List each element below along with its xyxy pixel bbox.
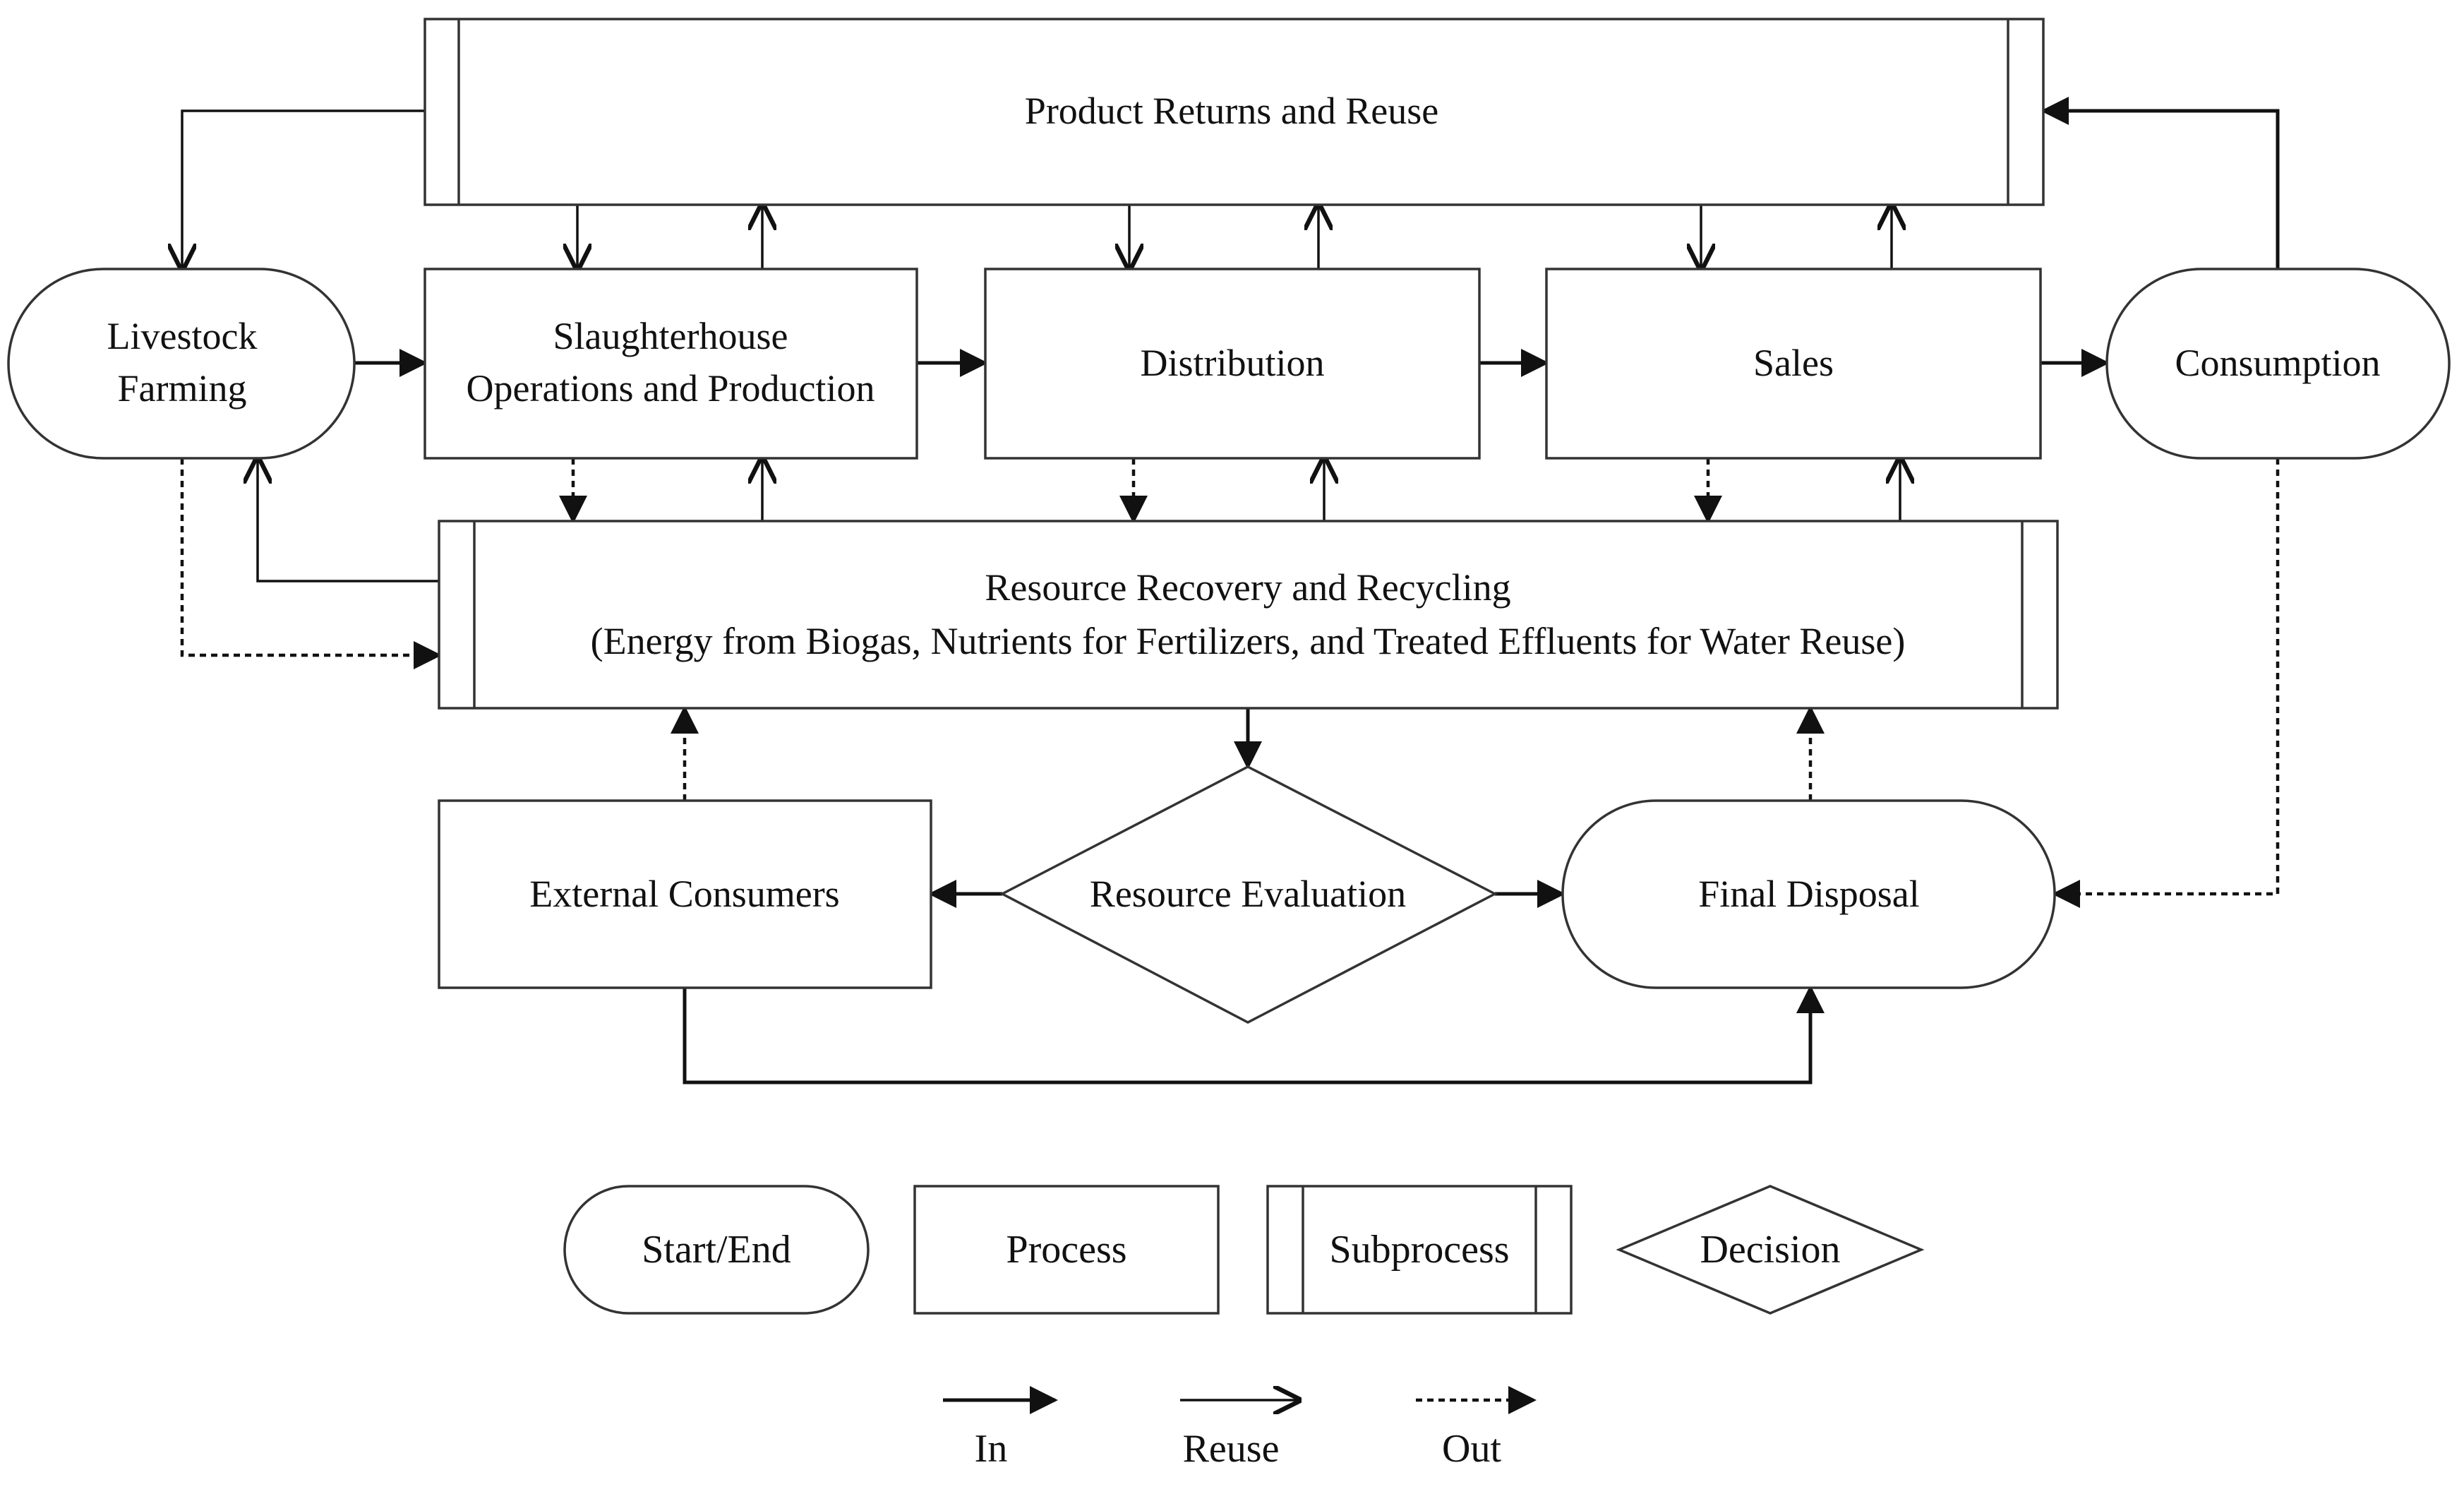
legend: Start/End Process Subprocess Decision In… <box>563 1185 1925 1471</box>
legend-decision-label: Decision <box>1700 1228 1840 1272</box>
legend-process-label: Process <box>1006 1228 1126 1272</box>
arrow-returns-to-livestock <box>182 109 425 269</box>
arrow-external-to-disposal <box>683 985 1825 1084</box>
sales-label: Sales <box>1753 342 1834 384</box>
arrow-consumption-out-disposal <box>2052 458 2280 908</box>
legend-out: Out <box>1416 1386 1537 1471</box>
resource-evaluation-label: Resource Evaluation <box>1090 873 1406 915</box>
final-disposal-terminal: Final Disposal <box>1561 799 2056 989</box>
distribution-process: Distribution <box>984 268 1481 460</box>
resource-recovery-label-line1: Resource Recovery and Recycling <box>985 566 1510 609</box>
legend-process: Process <box>913 1185 1220 1315</box>
legend-subprocess: Subprocess <box>1266 1185 1573 1315</box>
connectors <box>180 97 2280 1084</box>
arrow-recovery-to-livestock <box>258 458 439 582</box>
external-consumers-process: External Consumers <box>438 799 932 989</box>
legend-subprocess-label: Subprocess <box>1329 1228 1509 1272</box>
arrow-livestock-out-recovery <box>180 458 442 669</box>
resource-recovery-label-line2: (Energy from Biogas, Nutrients for Ferti… <box>591 620 1906 662</box>
arrow-consumption-to-returns <box>2041 97 2280 269</box>
legend-reuse-label: Reuse <box>1183 1427 1280 1471</box>
product-returns-label: Product Returns and Reuse <box>1025 90 1438 132</box>
legend-decision: Decision <box>1616 1185 1925 1315</box>
sales-process: Sales <box>1545 268 2042 460</box>
resource-evaluation-decision: Resource Evaluation <box>999 765 1498 1024</box>
legend-reuse: Reuse <box>1180 1400 1299 1471</box>
livestock-label-line2: Farming <box>118 367 247 410</box>
slaughterhouse-label-line1: Slaughterhouse <box>553 315 788 357</box>
legend-start-end-label: Start/End <box>642 1228 791 1272</box>
legend-in: In <box>943 1386 1058 1471</box>
consumption-terminal: Consumption <box>2105 268 2451 460</box>
product-returns-subprocess: Product Returns and Reuse <box>423 18 2045 206</box>
distribution-label: Distribution <box>1140 342 1324 384</box>
legend-out-label: Out <box>1442 1427 1501 1471</box>
external-consumers-label: External Consumers <box>529 873 839 915</box>
livestock-farming-terminal: Livestock Farming <box>7 268 356 460</box>
slaughterhouse-process: Slaughterhouse Operations and Production <box>423 268 918 460</box>
final-disposal-label: Final Disposal <box>1698 873 1920 915</box>
legend-start-end: Start/End <box>563 1185 870 1315</box>
slaughterhouse-label-line2: Operations and Production <box>467 367 875 410</box>
consumption-label: Consumption <box>2175 342 2380 384</box>
livestock-label-line1: Livestock <box>107 315 258 357</box>
resource-recovery-subprocess: Resource Recovery and Recycling (Energy … <box>438 520 2059 710</box>
legend-in-label: In <box>975 1427 1008 1471</box>
